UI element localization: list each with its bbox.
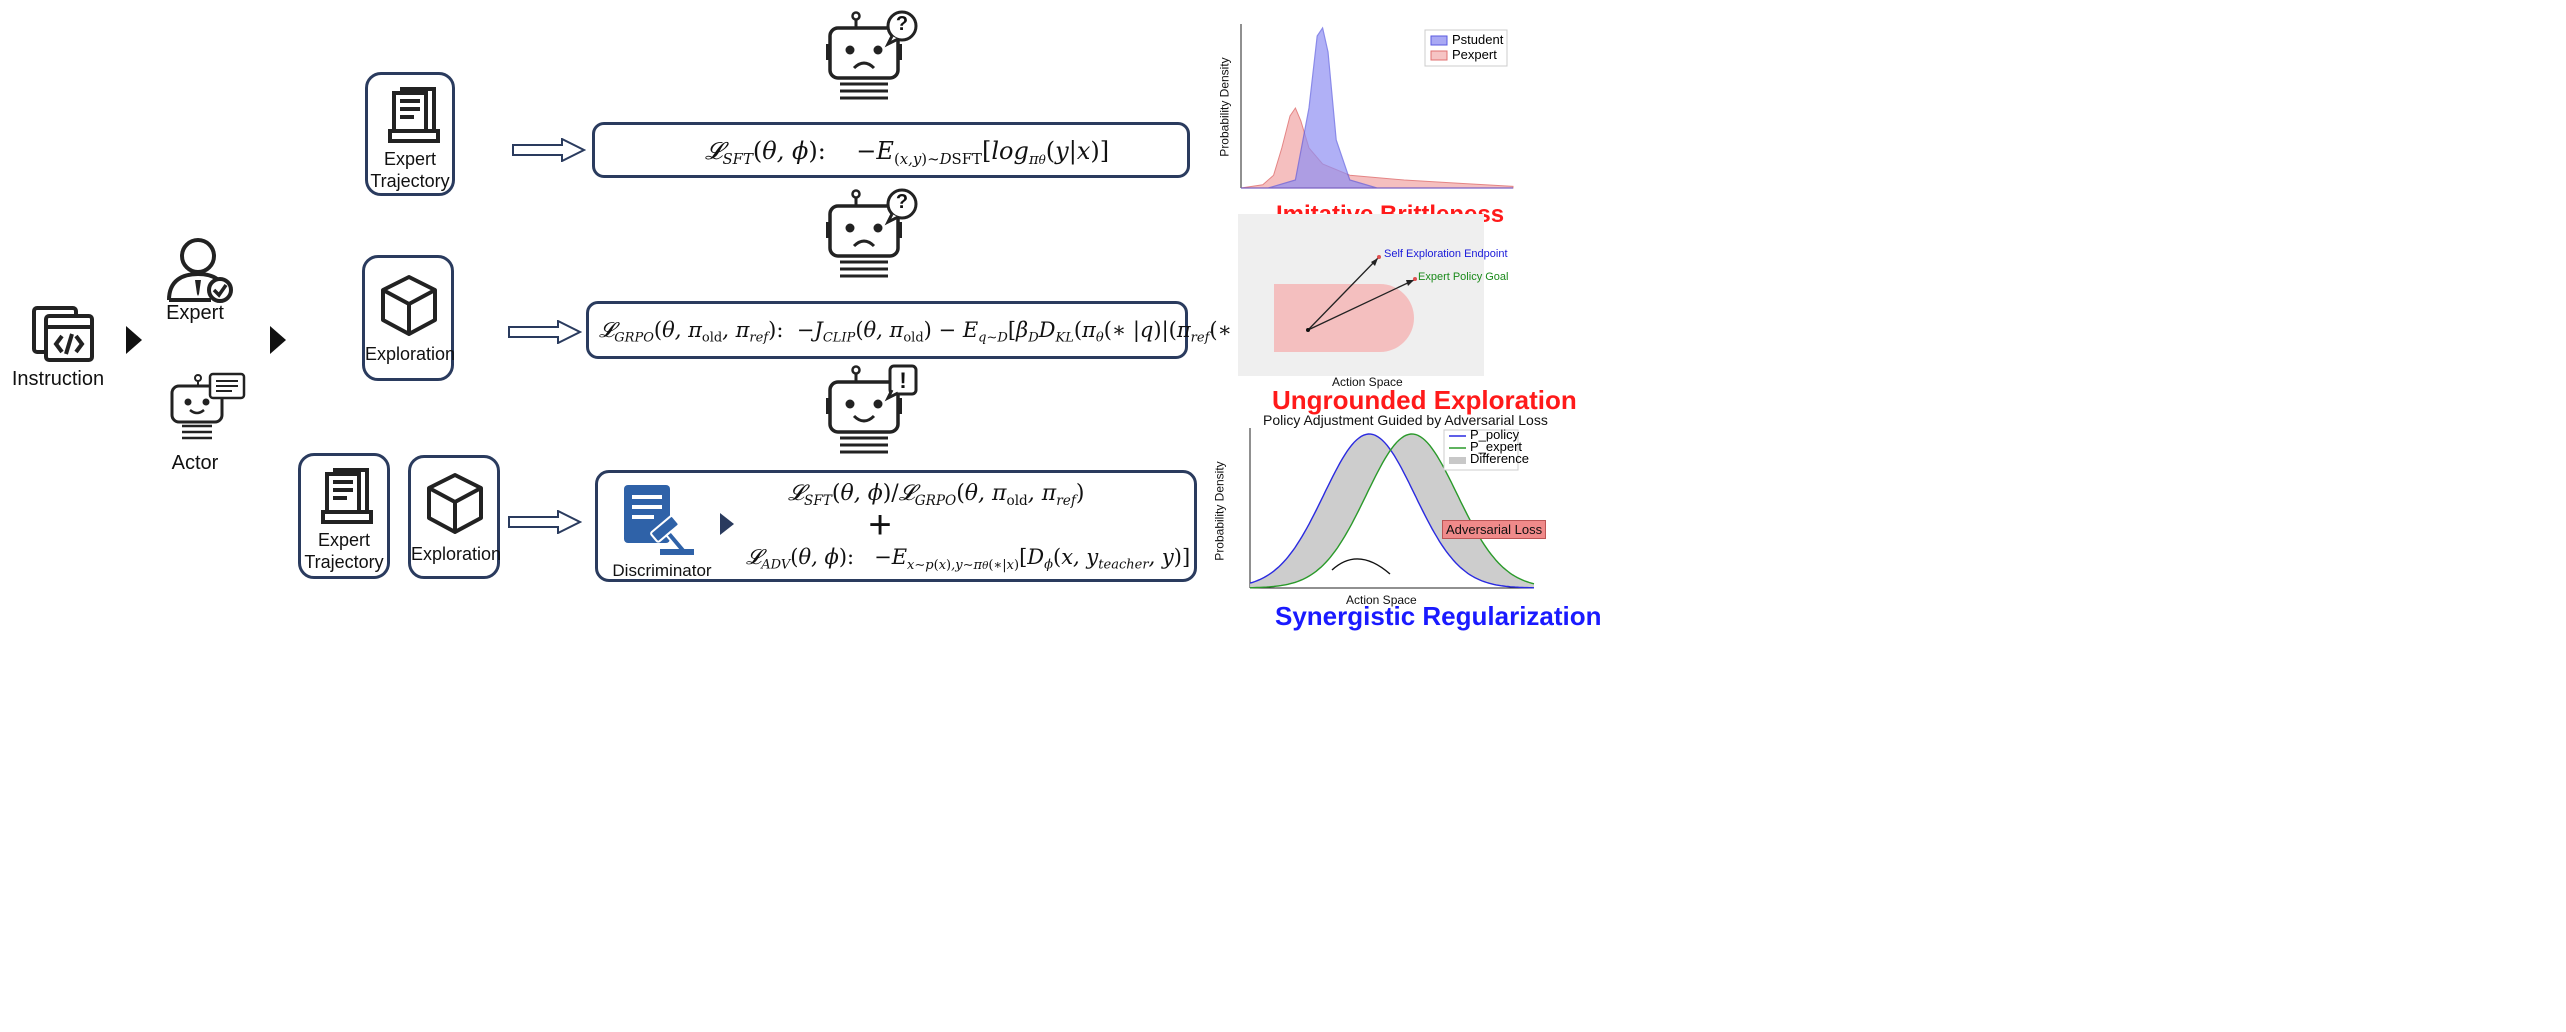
cube-icon [425,472,485,541]
actor-label: Actor [171,452,219,474]
cube-icon [379,274,439,343]
panel3-chart: P_policy P_expert Difference Probability… [1212,424,1547,602]
p3-ylabel: Probability Density [1212,461,1227,561]
hollow-arrow-row2 [508,319,583,349]
expert-icon [165,236,237,304]
robot-happy-icon-row3: ! [826,364,918,463]
difference-area [1250,434,1534,588]
card-label-line1: Expert [383,149,437,169]
exploration-card-row2: Exploration [362,255,456,381]
sft-formula: 𝓛SFT(θ, ϕ): −E(x,y)∼DSFT[logπθ(y|x)] [705,137,1110,169]
legend-student: Pstudent [1452,32,1504,47]
grpo-formula: 𝓛GRPO(θ, πold, πref): −JCLIP(θ, πold) − … [599,318,1275,346]
exploration-label: Exploration [365,344,456,364]
hollow-arrow-row3 [508,509,583,539]
endpoint2-label: Expert Policy Goal [1418,271,1509,283]
actor-robot-icon [168,372,246,442]
panel2-chart: Self Exploration Endpoint Expert Policy … [1238,214,1508,376]
legend-expert: P_expert [1470,439,1522,454]
expert-trajectory-card-row3: Expert Trajectory [298,453,390,579]
p-expert-line [1250,433,1535,589]
question-bubble-text: ? [895,13,909,35]
discriminator-label: Discriminator [612,561,712,580]
adversarial-arc [1331,558,1391,575]
exploration-label: Exploration [411,544,502,564]
panel1-chart: Pstudent Pexpert Probability Density [1215,20,1515,200]
instruction-label: Instruction [11,368,105,390]
hollow-arrow-row1 [512,137,587,167]
p2-title: Ungrounded Exploration [1272,385,1577,415]
p3-xlabel: Action Space [1346,593,1417,607]
question-bubble-text: ? [895,191,909,213]
discriminator-gavel-icon [622,483,698,564]
p3-bottom-title: Synergistic Regularization [1275,601,1602,631]
arrow-instruction-to-expert [126,326,142,359]
expert-label: Expert [166,302,224,324]
adv-formula-box: Discriminator 𝓛SFT(θ, ϕ)/𝓛GRPO(θ, πold, … [595,470,1197,582]
discriminator-arrow [720,513,734,540]
exploration-card-row3: Exploration [408,455,502,579]
robot-confused-icon-row2: ? [826,188,918,287]
legend-diff-swatch [1449,457,1466,464]
p-policy-line [1249,433,1535,589]
exclamation-bubble-text: ! [899,368,907,393]
adv-formula-line2: 𝓛ADV(θ, ϕ): −Ex∼p(x),y∼πθ(∗|x)[Dϕ(x, yte… [746,545,1191,573]
pstudent-area [1241,26,1513,189]
p2-xlabel: Action Space [1332,375,1403,389]
legend-expert: Pexpert [1452,47,1497,62]
card-label-line2: Trajectory [370,171,450,191]
arrow-to-rows [270,326,286,359]
p1-ylabel: Probability Density [1217,57,1232,157]
document-icon [321,468,373,529]
endpoint1-label: Self Exploration Endpoint [1384,248,1508,260]
legend-swatch-expert [1430,50,1448,61]
legend-diff: Difference [1470,451,1529,466]
card-label-line1: Expert [317,530,371,550]
card-label-line2: Trajectory [304,552,384,572]
document-icon [388,87,440,148]
p3-title: Policy Adjustment Guided by Adversarial … [1263,412,1548,428]
legend-policy: P_policy [1470,427,1520,442]
pexpert-area [1240,106,1514,189]
legend-swatch-student [1430,35,1448,46]
instruction-icon [32,300,96,364]
expert-trajectory-card-row1: Expert Trajectory [365,72,455,196]
plus-sign: + [868,503,892,547]
adversarial-loss-badge: Adversarial Loss [1442,520,1547,539]
grpo-formula-box: 𝓛GRPO(θ, πold, πref): −JCLIP(θ, πold) − … [586,301,1275,359]
robot-confused-icon-row1: ? [826,10,918,109]
adv-formula-line1: 𝓛SFT(θ, ϕ)/𝓛GRPO(θ, πold, πref) [788,481,1085,509]
sft-formula-box: 𝓛SFT(θ, ϕ): −E(x,y)∼DSFT[logπθ(y|x)] [592,122,1190,178]
